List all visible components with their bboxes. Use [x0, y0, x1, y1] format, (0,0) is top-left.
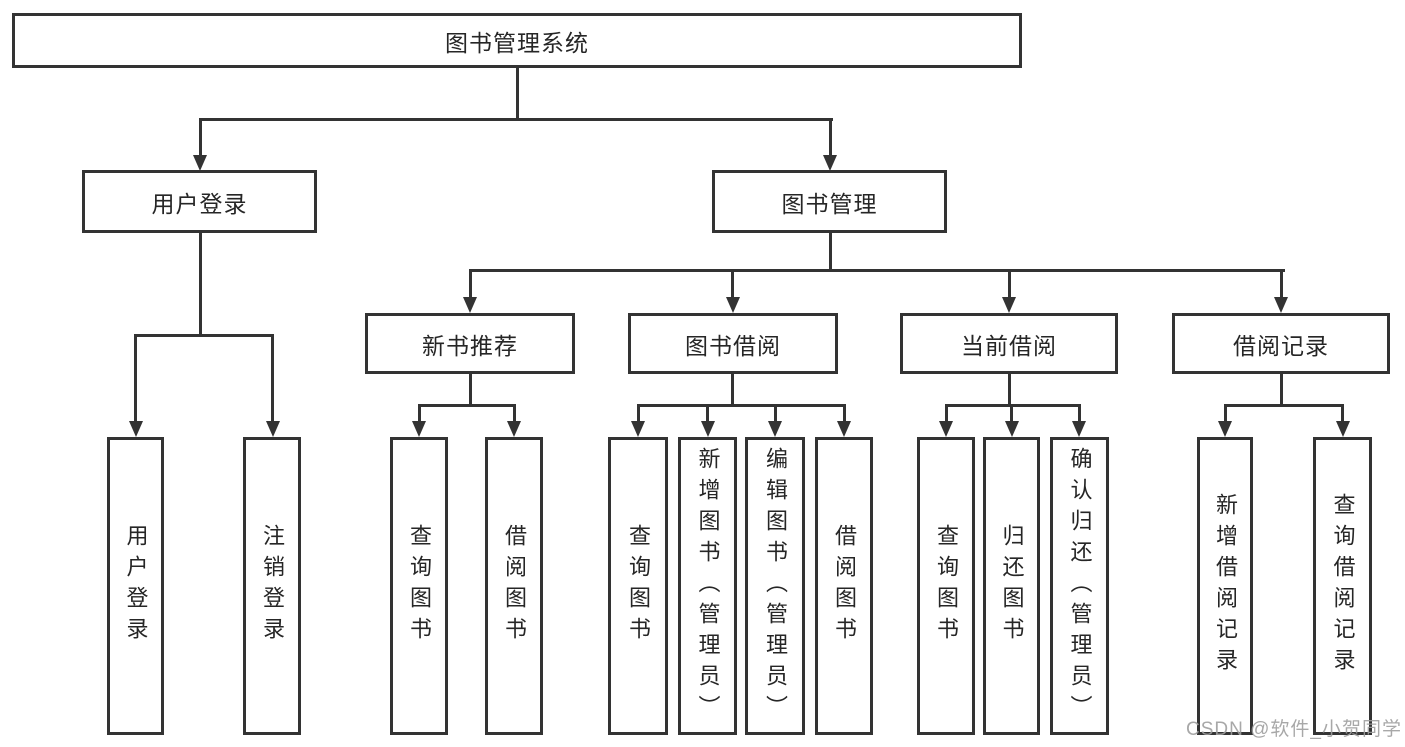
- connector-line: [468, 269, 472, 298]
- connector-line: [1010, 404, 1013, 422]
- connector-line: [512, 404, 516, 422]
- arrow-down-icon: [700, 421, 715, 437]
- arrow-down-icon: [507, 421, 521, 437]
- connector-line: [417, 404, 421, 422]
- connector-line: [1077, 404, 1081, 422]
- node-user-login: 用户登录: [82, 170, 317, 233]
- arrow-down-icon: [768, 421, 782, 437]
- connector-line: [706, 404, 709, 422]
- node-query-books-current: 查询图书: [917, 437, 975, 735]
- node-library-management-system: 图书管理系统: [12, 13, 1022, 68]
- connector-line: [198, 118, 202, 157]
- connector-line: [1341, 404, 1344, 422]
- node-query-books-recommend: 查询图书: [390, 437, 448, 735]
- connector-line: [828, 118, 832, 157]
- connector-line: [134, 334, 137, 422]
- node-add-books-admin: 新增图书（管理员）: [678, 437, 737, 735]
- watermark: CSDN @软件_小贺同学: [1186, 719, 1402, 740]
- connector-line: [1279, 269, 1283, 298]
- connector-line: [636, 404, 640, 422]
- arrow-down-icon: [1335, 421, 1350, 437]
- arrow-down-icon: [725, 297, 740, 313]
- arrow-down-icon: [837, 421, 851, 437]
- arrow-down-icon: [1004, 421, 1019, 437]
- connector-line: [1007, 269, 1011, 298]
- connector-line: [271, 334, 274, 422]
- node-current-borrowing: 当前借阅: [900, 313, 1118, 374]
- connector-line: [773, 404, 777, 422]
- node-query-borrow-record: 查询借阅记录: [1313, 437, 1372, 735]
- node-book-management: 图书管理: [712, 170, 947, 233]
- connector-line: [515, 68, 519, 119]
- node-logout: 注销登录: [243, 437, 301, 735]
- node-add-borrow-record: 新增借阅记录: [1197, 437, 1253, 735]
- node-book-borrowing: 图书借阅: [628, 313, 838, 374]
- arrow-down-icon: [1218, 421, 1232, 437]
- connector-line: [828, 233, 832, 272]
- connector-line: [1223, 404, 1227, 422]
- arrow-down-icon: [193, 155, 207, 171]
- arrow-down-icon: [412, 421, 426, 437]
- node-return-books: 归还图书: [983, 437, 1040, 735]
- node-new-book-recommendation: 新书推荐: [365, 313, 575, 374]
- arrow-down-icon: [265, 421, 280, 437]
- node-confirm-return-admin: 确认归还（管理员）: [1050, 437, 1109, 735]
- node-borrowing-records: 借阅记录: [1172, 313, 1390, 374]
- arrow-down-icon: [939, 421, 953, 437]
- arrow-down-icon: [1002, 297, 1016, 313]
- connector-line: [468, 374, 472, 406]
- connector-line: [1279, 374, 1283, 406]
- arrow-down-icon: [1072, 421, 1086, 437]
- node-borrow-books: 借阅图书: [815, 437, 873, 735]
- connector-line: [134, 334, 274, 337]
- connector-line: [417, 404, 516, 407]
- connector-line: [842, 404, 846, 422]
- connector-line: [198, 233, 202, 336]
- arrow-down-icon: [631, 421, 645, 437]
- node-query-books-borrowing: 查询图书: [608, 437, 668, 735]
- node-borrow-books-recommend: 借阅图书: [485, 437, 543, 735]
- connector-line: [198, 118, 833, 121]
- connector-line: [731, 269, 734, 298]
- node-user-login-action: 用户登录: [107, 437, 164, 735]
- arrow-down-icon: [1274, 297, 1288, 313]
- connector-line: [1007, 374, 1011, 406]
- arrow-down-icon: [128, 421, 143, 437]
- arrow-down-icon: [823, 155, 837, 171]
- node-edit-books-admin: 编辑图书（管理员）: [745, 437, 805, 735]
- arrow-down-icon: [463, 297, 477, 313]
- connector-line: [1223, 404, 1344, 407]
- connector-line: [468, 269, 1285, 272]
- connector-line: [636, 404, 846, 407]
- connector-line: [731, 374, 734, 406]
- connector-line: [944, 404, 948, 422]
